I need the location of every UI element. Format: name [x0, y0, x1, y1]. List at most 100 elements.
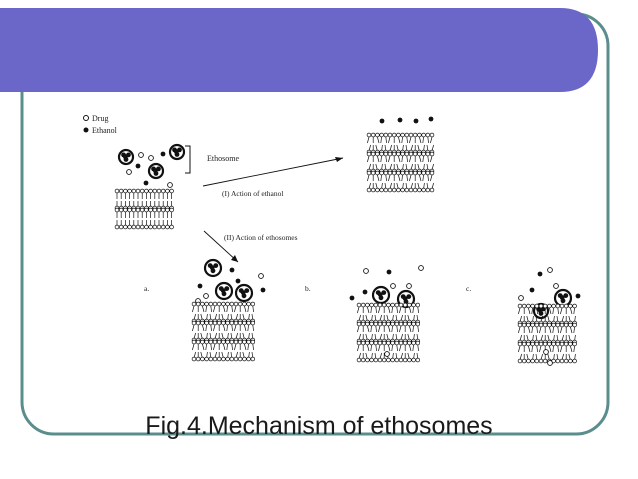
lipid-head	[412, 151, 418, 157]
lipid-head	[377, 340, 383, 346]
lipid-tail	[377, 136, 380, 144]
ethanol-particle	[135, 163, 141, 169]
lipid-head	[356, 321, 362, 327]
lipid-tail	[419, 155, 422, 163]
ethanol-particle	[537, 271, 543, 277]
lipid-head	[551, 303, 556, 309]
ethanol-particle	[529, 287, 535, 293]
lipid-tail	[417, 325, 419, 333]
lipid-head	[398, 302, 404, 308]
lipid-head	[225, 320, 230, 326]
lipid-head	[360, 321, 366, 327]
lipid-head	[370, 170, 376, 176]
lipid-head	[369, 357, 374, 363]
lipid-head	[415, 357, 421, 363]
lipid-head	[225, 339, 230, 345]
ethanol-particle	[402, 296, 408, 301]
lipid-head	[131, 224, 137, 230]
lipid-head	[246, 320, 251, 326]
lipid-tail	[398, 155, 401, 163]
lipid-head	[365, 340, 370, 346]
lipid-tail	[370, 306, 372, 314]
lipid-tail	[223, 305, 226, 313]
lipid-head	[118, 188, 124, 194]
lipid-head	[212, 320, 218, 326]
lipid-head	[366, 132, 372, 138]
drug-particle	[518, 295, 524, 301]
lipid-tail	[388, 306, 391, 314]
lipid-head	[370, 151, 376, 157]
lipid-head	[156, 188, 162, 194]
action-ethosomes-label: (II) Action of ethosomes	[224, 233, 298, 242]
lipid-head	[559, 322, 565, 328]
lipid-head	[572, 322, 577, 328]
lipid-tail	[247, 324, 249, 332]
ethanol-particle	[381, 290, 387, 295]
lipid-head	[160, 224, 166, 230]
lipid-tail	[573, 307, 575, 315]
lipid-tail	[205, 305, 207, 313]
lipid-tail	[247, 343, 249, 351]
drug-particle	[547, 267, 553, 273]
lipid-head	[229, 301, 235, 307]
lipid-head	[521, 303, 527, 309]
lipid-head	[383, 170, 389, 176]
lipid-head	[425, 187, 431, 193]
header-band	[0, 8, 598, 92]
lipid-head	[225, 356, 230, 362]
lipid-tail	[252, 305, 254, 313]
lipid-head	[246, 356, 251, 362]
lipid-head	[415, 302, 421, 308]
lipid-tail	[570, 307, 573, 315]
lipid-tail	[557, 345, 559, 353]
lipid-head	[555, 303, 561, 309]
lipid-head	[114, 188, 120, 194]
lipid-tail	[210, 343, 212, 351]
lipid-head	[572, 358, 577, 364]
lipid-head	[212, 339, 218, 345]
lipid-head	[538, 303, 544, 309]
lipid-head	[360, 357, 366, 363]
lipid-head	[381, 357, 387, 363]
lipid-tail	[427, 174, 429, 182]
lipid-head	[383, 132, 389, 138]
ethanol-particle	[197, 283, 203, 289]
lipid-head	[542, 322, 548, 328]
lipid-tail	[417, 306, 419, 314]
lipid-head	[412, 132, 418, 138]
lipid-tail	[367, 306, 370, 314]
lipid-head	[233, 356, 239, 362]
lipid-head	[421, 187, 426, 193]
lipid-tail	[552, 307, 554, 315]
lipid-tail	[528, 345, 531, 353]
lipid-tail	[226, 305, 228, 313]
lipid-head	[429, 170, 435, 176]
lipid-tail	[573, 345, 575, 353]
drug-particle	[553, 283, 559, 289]
action-ethanol-label: (I) Action of ethanol	[222, 189, 283, 198]
lipid-tail	[531, 326, 533, 334]
lipid-head	[390, 302, 395, 308]
lipid-head	[394, 340, 400, 346]
lipid-head	[521, 322, 527, 328]
lipid-head	[366, 151, 372, 157]
lipid-tail	[385, 174, 387, 182]
lipid-tail	[430, 155, 433, 163]
arrowhead-ethosomes	[231, 255, 238, 262]
ethanol-particle	[386, 269, 392, 275]
lipid-head	[191, 320, 197, 326]
lipid-head	[555, 358, 561, 364]
lipid-head	[404, 187, 410, 193]
lipid-tail	[430, 174, 433, 182]
lipid-tail	[367, 136, 370, 144]
lipid-tail	[391, 344, 393, 352]
lipid-head	[152, 207, 158, 213]
lipid-head	[169, 224, 174, 230]
lipid-head	[242, 356, 247, 362]
lipid-head	[221, 356, 226, 362]
legend-ethanol-symbol	[83, 127, 89, 133]
lipid-tail	[396, 325, 398, 333]
lipid-head	[169, 207, 174, 213]
lipid-head	[356, 357, 362, 363]
lipid-head	[123, 188, 128, 194]
